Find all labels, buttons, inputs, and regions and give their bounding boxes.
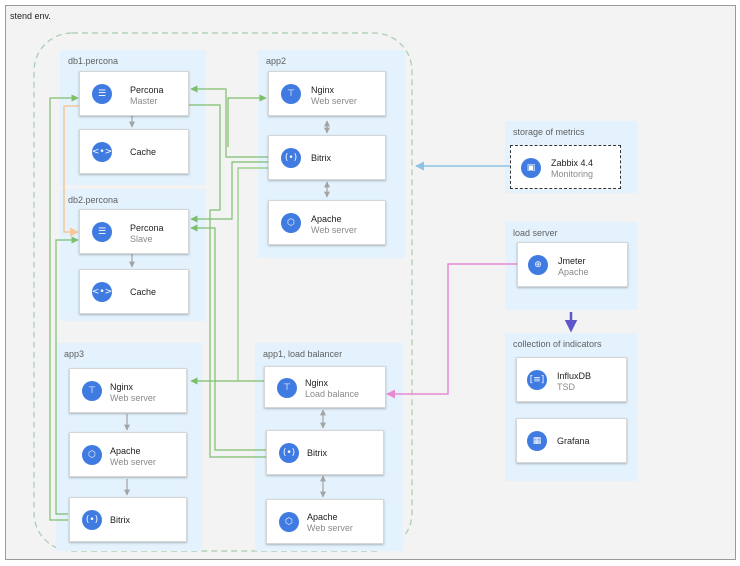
group-load-title: load server [513, 228, 558, 238]
node-name: Bitrix [110, 515, 130, 525]
network-icon: ⊤ [82, 381, 102, 401]
node-name: Zabbix 4.4 [551, 158, 594, 168]
node-sub: Web server [307, 523, 353, 533]
node-percona-slave[interactable]: ☰ Percona Slave [79, 209, 189, 254]
node-name: Apache [110, 446, 141, 456]
code-icon: (•) [82, 510, 102, 530]
cache-icon: <•> [92, 282, 112, 302]
group-app1-title: app1, load balancer [263, 349, 343, 359]
code-icon: (•) [279, 443, 299, 463]
node-sub: Slave [130, 234, 153, 244]
node-name: Nginx [305, 378, 329, 388]
edge-app3-bitrix-slave [55, 236, 79, 515]
edge-app2-bitrix-slave [190, 161, 268, 223]
edge-app1-bitrix-master [79, 101, 266, 458]
group-db2-title: db2.percona [68, 195, 119, 205]
gauge-icon: ⊕ [528, 255, 548, 275]
node-sub: Monitoring [551, 169, 594, 179]
edge-app2-bitrix-master [190, 85, 268, 158]
node-sub: TSD [557, 382, 575, 392]
node-influxdb[interactable]: [≡] InfluxDB TSD [516, 357, 627, 402]
network-icon: ⊤ [281, 84, 301, 104]
node-app1-nginx[interactable]: ⊤ Nginx Load balance [264, 366, 386, 408]
frame-title: stend env. [10, 11, 51, 21]
node-sub: Load balance [305, 389, 360, 399]
node-sub: Web server [110, 457, 156, 467]
node-sub: Web server [110, 393, 156, 403]
node-name: InfluxDB [557, 371, 592, 381]
node-name: Percona [130, 223, 164, 233]
node-app1-apache[interactable]: ⬡ Apache Web server [266, 499, 384, 544]
dashboard-icon: ▦ [527, 431, 547, 451]
monitor-icon: ▣ [521, 158, 541, 178]
edge-app1-bitrix-slave [190, 224, 266, 451]
node-cache-1[interactable]: <•> Cache [79, 129, 189, 174]
node-name: Apache [307, 512, 338, 522]
node-app3-apache[interactable]: ⬡ Apache Web server [69, 432, 187, 477]
node-name: Grafana [557, 436, 590, 446]
edge-bitrix-to-nginx [227, 94, 267, 147]
node-app2-apache[interactable]: ⬡ Apache Web server [268, 200, 386, 245]
hexagon-icon: ⬡ [281, 213, 301, 233]
edge-app3-bitrix-master [49, 94, 79, 521]
edge-jmeter-lb [386, 263, 517, 399]
node-name: Bitrix [311, 153, 331, 163]
group-app2-title: app2 [266, 56, 287, 66]
node-jmeter[interactable]: ⊕ Jmeter Apache [517, 242, 628, 287]
node-sub: Master [130, 96, 158, 106]
node-name: Cache [130, 147, 157, 157]
network-icon: ⊤ [277, 378, 297, 398]
node-sub: Web server [311, 225, 357, 235]
cluster-dashed-border [33, 32, 413, 552]
node-app1-bitrix[interactable]: (•) Bitrix [266, 430, 384, 475]
edge-replication [63, 105, 80, 237]
node-name: Jmeter [558, 256, 586, 266]
node-percona-master[interactable]: ☰ Percona Master [79, 71, 189, 116]
brackets-icon: [≡] [527, 370, 547, 390]
node-name: Cache [130, 287, 157, 297]
node-name: Nginx [110, 382, 134, 392]
node-app2-nginx[interactable]: ⊤ Nginx Web server [268, 71, 386, 116]
cache-icon: <•> [92, 142, 112, 162]
node-name: Bitrix [307, 448, 327, 458]
node-sub: Apache [558, 267, 589, 277]
hexagon-icon: ⬡ [82, 445, 102, 465]
node-grafana[interactable]: ▦ Grafana [516, 418, 627, 463]
code-icon: (•) [281, 148, 301, 168]
node-name: Apache [311, 214, 342, 224]
database-icon: ☰ [92, 222, 112, 242]
node-app3-nginx[interactable]: ⊤ Nginx Web server [69, 368, 187, 413]
node-app2-bitrix[interactable]: (•) Bitrix [268, 135, 386, 180]
node-cache-2[interactable]: <•> Cache [79, 269, 189, 314]
node-name: Percona [130, 85, 164, 95]
node-sub: Web server [311, 96, 357, 106]
group-collection-title: collection of indicators [513, 339, 602, 349]
edge-lb-app2-branch [237, 167, 268, 381]
node-app3-bitrix[interactable]: (•) Bitrix [69, 497, 187, 542]
group-db1-title: db1.percona [68, 56, 119, 66]
database-icon: ☰ [92, 84, 112, 104]
group-storage-title: storage of metrics [513, 127, 585, 137]
hexagon-icon: ⬡ [279, 512, 299, 532]
group-app3-title: app3 [64, 349, 85, 359]
node-zabbix[interactable]: ▣ Zabbix 4.4 Monitoring [510, 145, 621, 189]
node-name: Nginx [311, 85, 335, 95]
